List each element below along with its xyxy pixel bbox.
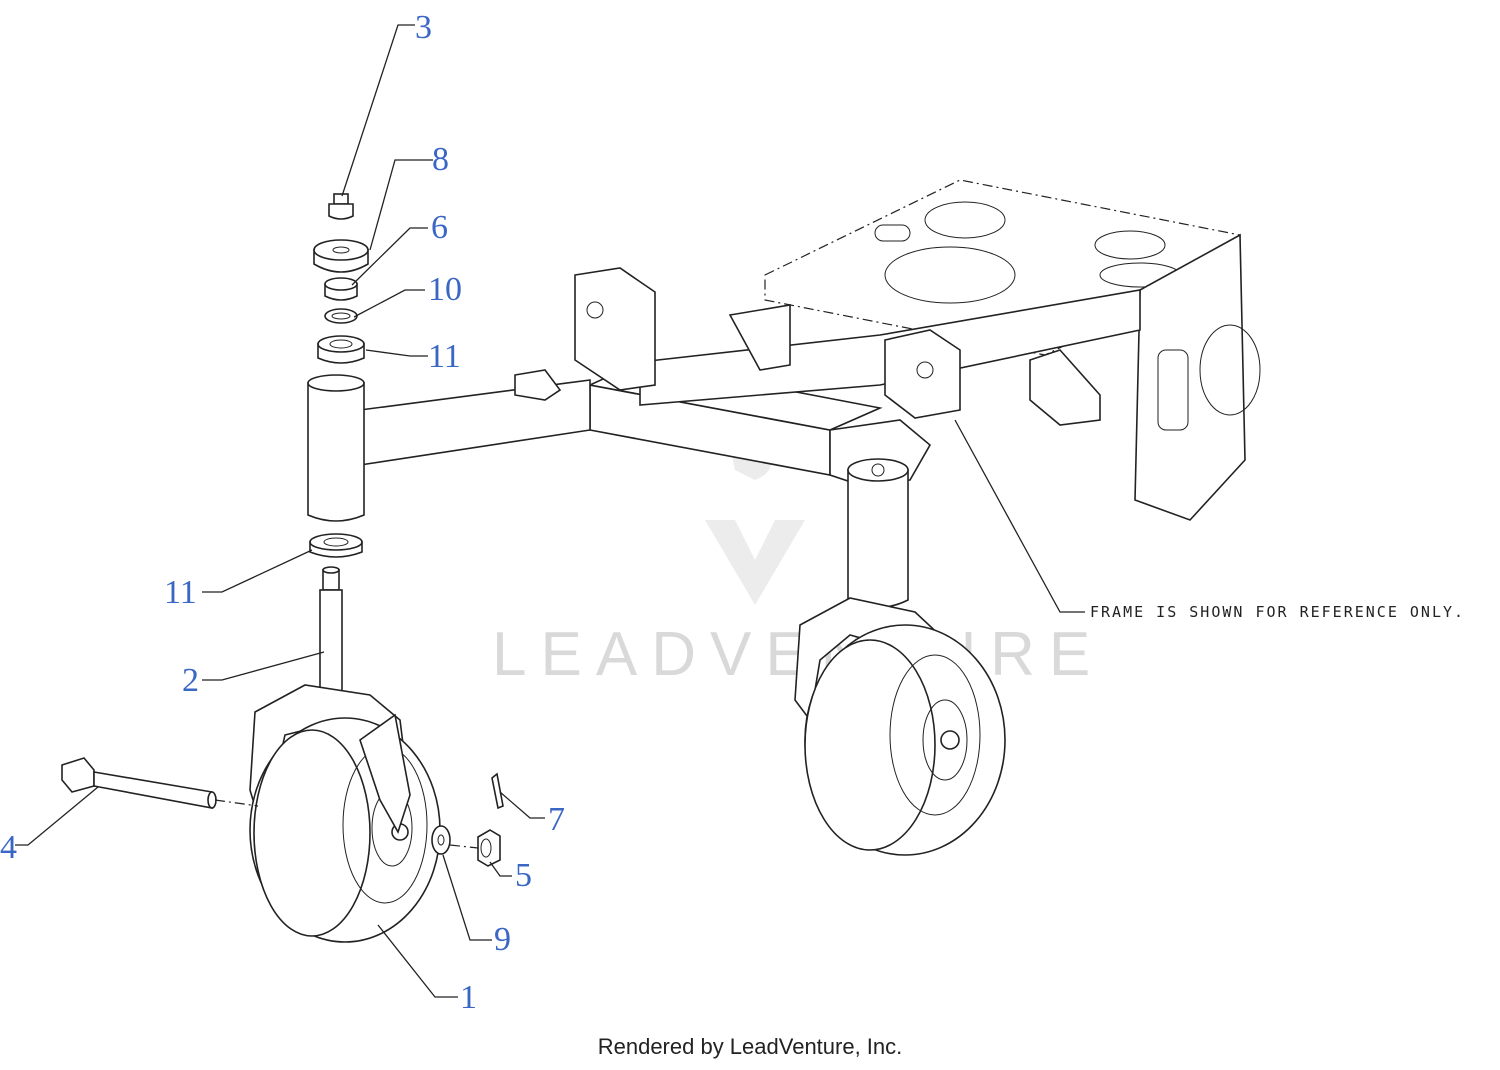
callout-11-lower: 11 <box>164 574 197 611</box>
exploded-caster-assembly <box>61 193 504 943</box>
frame-reference-note: FRAME IS SHOWN FOR REFERENCE ONLY. <box>1090 603 1465 621</box>
callout-2: 2 <box>182 662 199 699</box>
callout-4: 4 <box>0 829 17 866</box>
callout-10: 10 <box>428 271 462 308</box>
part-1-wheel <box>249 713 441 943</box>
watermark-text: LEADVENTURE <box>492 620 1104 689</box>
leader-lines <box>15 24 1085 998</box>
callout-5: 5 <box>515 857 532 894</box>
reference-frame <box>359 179 1261 609</box>
callout-11-upper: 11 <box>428 338 461 375</box>
part-8-cap <box>313 239 369 273</box>
pivot-tube <box>307 374 365 522</box>
part-11-lower-bearing <box>309 533 363 558</box>
part-2-spindle <box>319 566 343 699</box>
part-4-axle-bolt <box>61 757 259 809</box>
render-credit: Rendered by LeadVenture, Inc. <box>597 1034 903 1059</box>
part-9-washer <box>431 825 451 855</box>
part-7-cotter-pin <box>491 772 504 810</box>
part-11-upper-bearing <box>317 335 365 364</box>
callout-labels: 3 8 6 10 11 11 2 4 7 5 9 1 <box>0 9 565 1016</box>
callout-1: 1 <box>460 979 477 1016</box>
callout-8: 8 <box>432 141 449 178</box>
part-5-castle-nut <box>477 829 501 867</box>
right-caster-wheel <box>794 597 1006 856</box>
part-6-nut <box>324 277 358 301</box>
watermark: LEADVENTURE <box>492 420 1104 689</box>
callout-9: 9 <box>494 921 511 958</box>
callout-3: 3 <box>415 9 432 46</box>
callout-7: 7 <box>548 801 565 838</box>
callout-6: 6 <box>431 209 448 246</box>
part-3-bolt <box>328 193 354 220</box>
part-10-seal <box>324 308 358 324</box>
